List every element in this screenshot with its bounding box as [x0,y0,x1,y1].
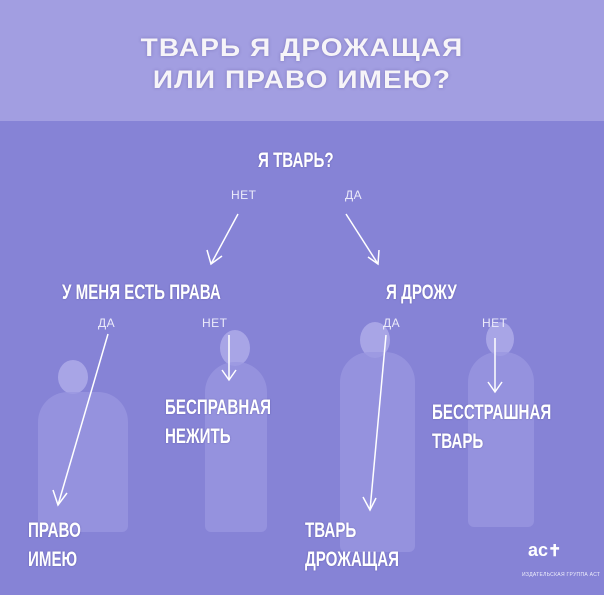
label-left-no: НЕТ [202,316,228,330]
arrow-left-yes [52,333,109,507]
label-right-no: НЕТ [482,316,508,330]
node-has-rights: У МЕНЯ ЕСТЬ ПРАВА [62,281,221,304]
title-line-2: ИЛИ ПРАВО ИМЕЮ? [152,66,452,94]
cactus-icon: ✝ [548,543,562,560]
node-tremble: Я ДРОЖУ [386,281,457,304]
arrow-right-no [487,338,503,394]
label-left-yes: ДА [98,316,116,330]
publisher-name: ИЗДАТЕЛЬСКАЯ ГРУППА АСТ [522,572,601,578]
publisher-logo: ас✝ [528,540,562,560]
label-root-no: НЕТ [231,188,257,202]
arrow-root-no [206,213,239,266]
arrow-right-yes [362,334,387,512]
arrow-left-no [221,335,237,382]
header-banner: ТВАРЬ Я ДРОЖАЩАЯ ИЛИ ПРАВО ИМЕЮ? [0,0,604,121]
node-root: Я ТВАРЬ? [258,149,334,172]
title-line-1: ТВАРЬ Я ДРОЖАЩАЯ [140,34,464,62]
arrow-root-yes [345,213,380,266]
label-right-yes: ДА [383,316,401,330]
label-root-yes: ДА [345,188,363,202]
